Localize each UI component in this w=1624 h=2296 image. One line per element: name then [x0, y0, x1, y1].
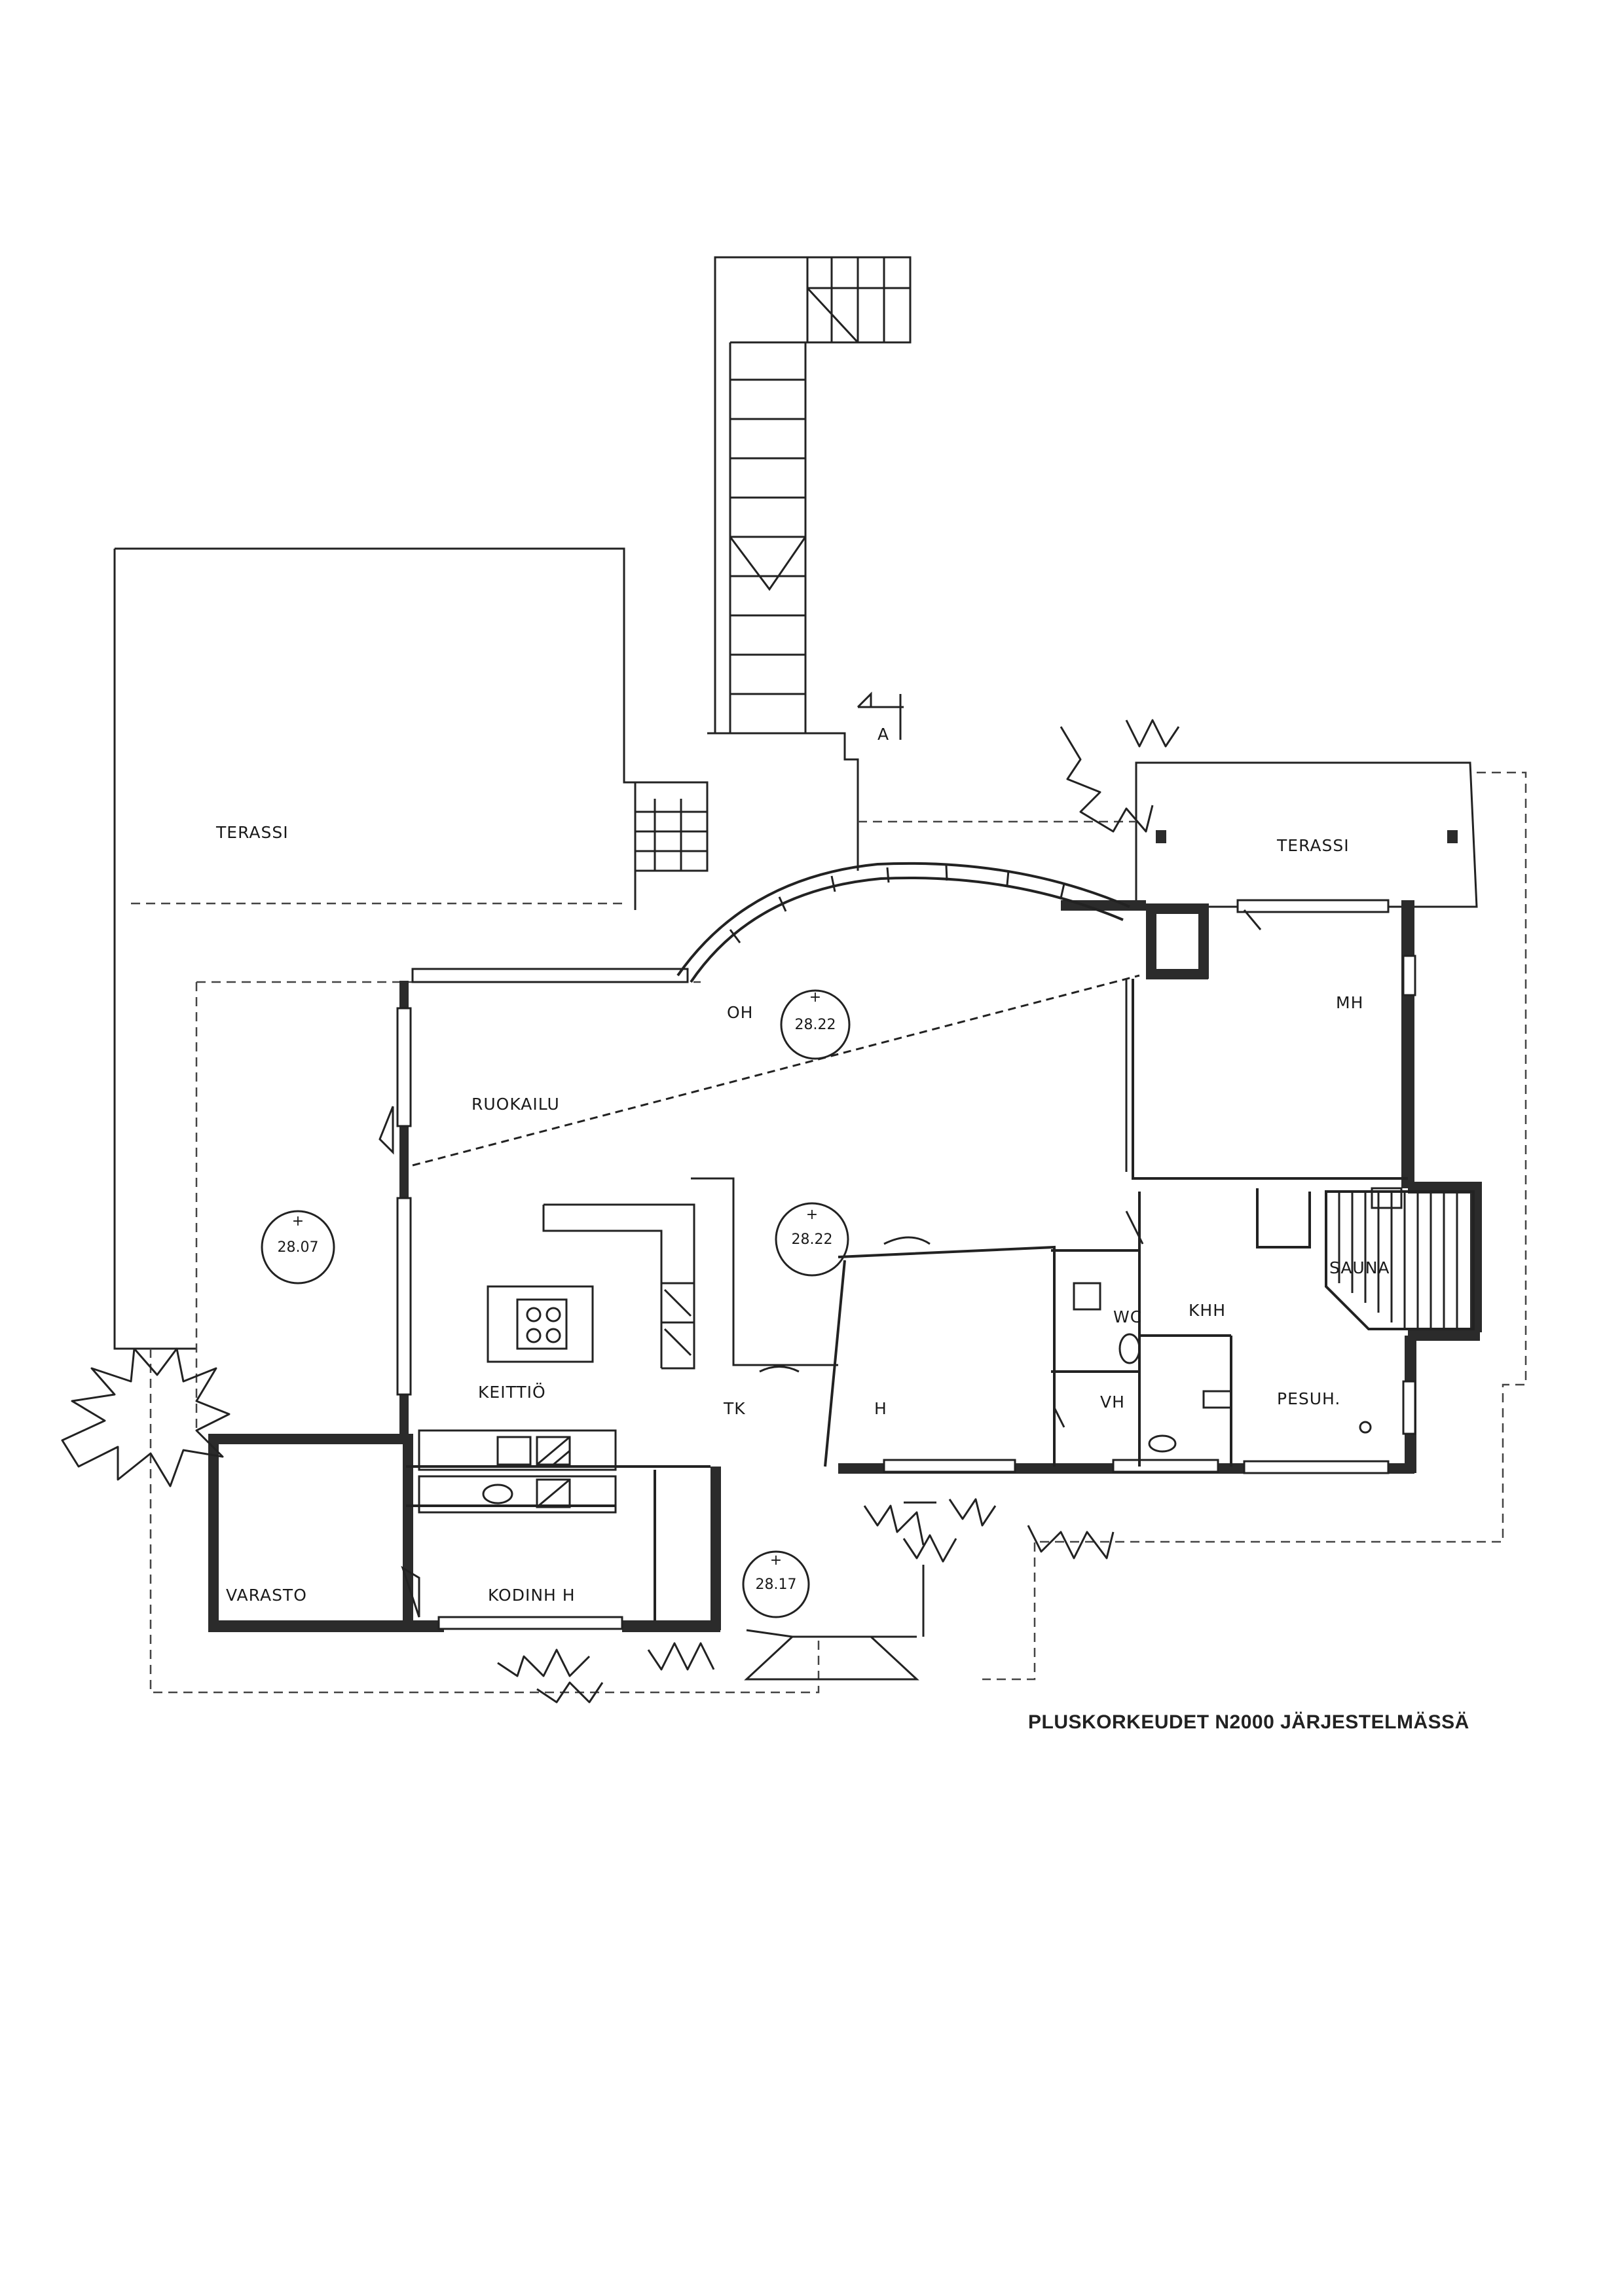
level-value-oh: 28.22 — [795, 1017, 836, 1033]
west-terrace: TERASSI — [113, 547, 709, 1350]
level-markers: + 28.22 + 28.22 + 28.07 + 28.17 — [261, 989, 851, 1618]
plan-caption: PLUSKORKEUDET N2000 JÄRJESTELMÄSSÄ — [1028, 1711, 1469, 1733]
room-label-oh: OH — [727, 1003, 753, 1022]
terassi-west-label: TERASSI — [215, 823, 289, 842]
room-label-tk: TK — [723, 1399, 746, 1418]
east-terrace: TERASSI — [1135, 761, 1478, 908]
room-label-wc: WC — [1113, 1307, 1142, 1326]
room-labels: OH RUOKAILU MH KEITTIÖ TK H WC KHH SAUNA… — [226, 993, 1390, 1605]
section-marker-label: A — [877, 725, 889, 744]
doors — [378, 909, 1262, 1618]
sauna-benches — [1325, 1187, 1475, 1330]
room-label-kodinh: KODINH H — [488, 1586, 576, 1605]
room-label-sauna: SAUNA — [1329, 1258, 1390, 1277]
interior-walls — [406, 974, 1408, 1620]
room-label-khh: KHH — [1189, 1301, 1226, 1320]
svg-text:+: + — [806, 1207, 818, 1223]
windows — [396, 899, 1416, 1630]
room-label-pesuh: PESUH. — [1277, 1389, 1340, 1408]
section-marker: A — [857, 691, 904, 744]
level-value-west: 28.07 — [278, 1239, 319, 1256]
level-circle-oh — [780, 989, 851, 1060]
level-value-kitchen: 28.22 — [792, 1231, 833, 1248]
level-value-entry: 28.17 — [756, 1576, 797, 1593]
room-label-varasto: VARASTO — [226, 1586, 307, 1605]
curved-glazed-wall — [676, 862, 1130, 983]
level-circle-entry — [742, 1550, 810, 1618]
room-label-ruokailu: RUOKAILU — [471, 1095, 560, 1114]
svg-text:+: + — [292, 1213, 304, 1230]
bathroom-fixtures — [1073, 1282, 1372, 1453]
room-label-keittio: KEITTIÖ — [478, 1383, 546, 1402]
level-circle-kitchen — [775, 1202, 849, 1277]
eaves-outline — [131, 771, 1527, 1694]
plant-symbols — [61, 719, 1180, 1704]
entry-steps — [744, 1501, 936, 1681]
svg-text:+: + — [809, 989, 821, 1006]
room-label-h: H — [874, 1399, 887, 1418]
room-label-vh: VH — [1100, 1393, 1125, 1412]
terassi-east-label: TERASSI — [1276, 836, 1350, 855]
room-label-mh: MH — [1336, 993, 1363, 1012]
kitchen-fixtures — [418, 1285, 617, 1514]
svg-text:+: + — [770, 1552, 782, 1569]
level-circle-west — [261, 1210, 335, 1285]
north-staircase — [707, 256, 912, 871]
